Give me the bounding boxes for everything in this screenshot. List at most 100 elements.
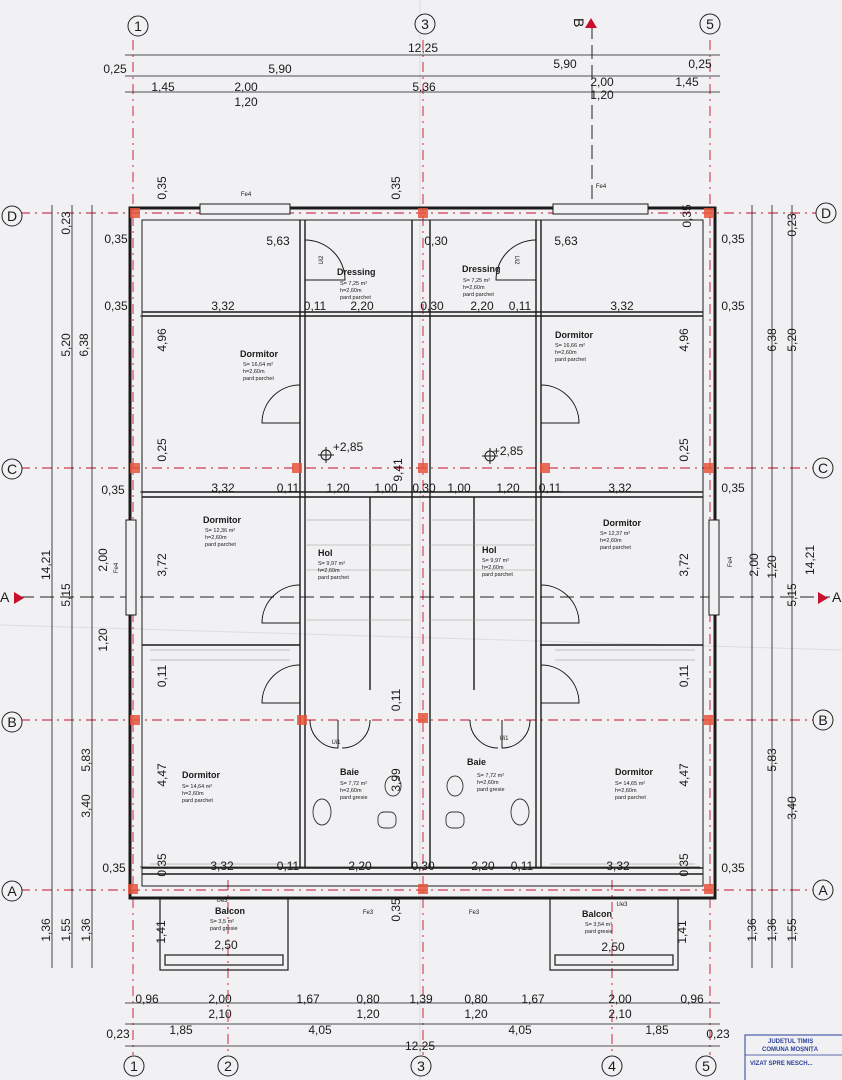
section-markers <box>14 18 828 604</box>
dim-top-r2-2: 5,36 <box>412 80 436 94</box>
idim-v10: 4,47 <box>677 763 691 787</box>
axis-bubbles <box>1 13 837 1077</box>
dim-left-sub-1: 3,40 <box>79 794 93 818</box>
room-name: Dormitor <box>240 349 278 359</box>
level-marker-1: +2,85 <box>333 440 364 454</box>
idim-d5: 0,35 <box>721 232 745 246</box>
room-hol-left: Hol S= 9,97 m² h=2,60m pard parchet <box>318 548 349 581</box>
room-height: h=2,60m <box>340 288 362 294</box>
hatch-strips <box>150 649 695 865</box>
opening-ui1-left: Ui1 <box>331 740 341 746</box>
idim-top-035-l: 0,35 <box>104 299 128 313</box>
room-area: S= 16,64 m² <box>243 362 273 368</box>
room-dressing-left: Dressing S= 7,25 m² h=2,60m pard parchet <box>337 267 376 301</box>
dim-top-r1-2: 5,90 <box>553 57 577 71</box>
dim-right-mid-0: 6,38 <box>765 328 779 352</box>
opening-ue3-left: Ue3 <box>216 898 228 904</box>
axis-row-d-right: D <box>821 205 831 221</box>
dim-left-total: 14,21 <box>39 550 53 580</box>
dim-top-r1-0: 0,25 <box>103 62 127 76</box>
windows <box>125 203 720 616</box>
idim-v6: 3,72 <box>677 553 691 577</box>
idim-e3: 2,20 <box>350 299 374 313</box>
dim-top-r1-3: 0,25 <box>688 57 712 71</box>
idim-v5: 3,72 <box>155 553 169 577</box>
idim-v7: 0,11 <box>155 664 169 687</box>
axis-row-a-right: A <box>818 882 828 898</box>
idim-d2: 5,63 <box>266 234 290 248</box>
room-height: pard gresie <box>210 926 238 932</box>
idim-e6: 0,11 <box>509 299 532 313</box>
dim-left-end: 1,36 <box>39 918 53 942</box>
opening-fe4-top-right: Fe4 <box>596 184 607 190</box>
dim-bot-r2-0: 0,23 <box>106 1027 130 1041</box>
axis-col-5-bottom: 5 <box>702 1058 710 1074</box>
dim-bot-r1-8: 0,96 <box>680 992 704 1006</box>
room-area: S= 7,25 m² <box>340 281 367 287</box>
dim-right-0: 0,23 <box>785 213 799 237</box>
dim-top-r2-3: 2,00 <box>590 75 614 89</box>
idim-b2: 2,50 <box>601 940 625 954</box>
room-hol-right: Hol S= 9,97 m² h=2,60m pard parchet <box>482 545 513 578</box>
room-floor: pard parchet <box>182 798 213 804</box>
idim-g-035-l: 0,35 <box>102 861 126 875</box>
idim-d3: 0,30 <box>424 234 448 248</box>
room-balcon-left: Balcon S= 3,5 m² pard gresie <box>210 906 245 932</box>
room-dormitor-ne: Dormitor S= 16,66 m² h=2,60m pard parche… <box>555 330 593 363</box>
dim-top-r2-sub-0: 1,20 <box>234 95 258 109</box>
axis-col-1-top: 1 <box>134 18 142 34</box>
room-name: Balcon <box>215 906 245 916</box>
dim-bot-r1-6: 1,67 <box>521 992 545 1006</box>
idim-d1: 0,35 <box>104 232 128 246</box>
dim-left-3: 5,83 <box>79 748 93 772</box>
idim-v9: 4,47 <box>155 763 169 787</box>
dim-top-r2-1: 2,00 <box>234 80 258 94</box>
idim-g5: 2,20 <box>471 859 495 873</box>
idim-v16: 1,41 <box>154 920 168 944</box>
idim-v1: 4,96 <box>155 328 169 352</box>
axis-row-b-right: B <box>818 712 827 728</box>
room-height: h=2,60m <box>205 535 227 541</box>
room-name: Dormitor <box>555 330 593 340</box>
room-height: h=2,60m <box>600 538 622 544</box>
stamp-line-2: COMUNA MOȘNIȚA <box>762 1047 819 1053</box>
dim-right-sub-2: 1,55 <box>785 918 799 942</box>
idim-e5: 2,20 <box>470 299 494 313</box>
idim-g2: 0,11 <box>277 859 300 873</box>
room-area: S= 14,65 m² <box>615 781 645 787</box>
idim-g4: 0,30 <box>411 859 435 873</box>
room-area: S= 14,64 m² <box>182 784 212 790</box>
axis-col-4-bottom: 4 <box>608 1058 616 1074</box>
room-area: S= 12,37 m² <box>600 531 630 537</box>
room-floor: pard parchet <box>243 376 274 382</box>
section-mark-label: B <box>571 18 587 27</box>
room-name: Hol <box>318 548 333 558</box>
dim-bot-r2-4: 1,85 <box>645 1023 669 1037</box>
dim-left-mid-1: 5,15 <box>59 583 73 607</box>
room-name: Dormitor <box>615 767 653 777</box>
room-height: h=2,60m <box>477 780 499 786</box>
room-dormitor-nw: Dormitor S= 16,64 m² h=2,60m pard parche… <box>240 349 278 382</box>
idim-v8: 0,11 <box>677 664 691 687</box>
door-swings <box>261 239 580 749</box>
dim-bot-r2-1: 1,85 <box>169 1023 193 1037</box>
idim-f5: 0,30 <box>412 481 436 495</box>
axis-row-b-left: B <box>7 714 16 730</box>
bathroom-fixtures <box>312 775 530 829</box>
idim-g-035-r: 0,35 <box>721 861 745 875</box>
idim-g1: 3,32 <box>210 859 234 873</box>
dim-bot-r1-sub-1: 1,20 <box>356 1007 380 1021</box>
axis-row-c-left: C <box>7 461 17 477</box>
room-area: S= 7,25 m² <box>463 278 490 284</box>
opening-ue3-right: Ue3 <box>616 902 628 908</box>
room-area: S= 9,97 m² <box>318 561 345 567</box>
dim-bot-r1-7: 2,00 <box>608 992 632 1006</box>
room-name: Baie <box>340 767 359 777</box>
idim-f3: 1,20 <box>326 481 350 495</box>
room-height: h=2,60m <box>318 568 340 574</box>
axis-col-2-bottom: 2 <box>224 1058 232 1074</box>
room-floor: pard gresie <box>477 787 505 793</box>
room-floor: pard parchet <box>340 295 371 301</box>
